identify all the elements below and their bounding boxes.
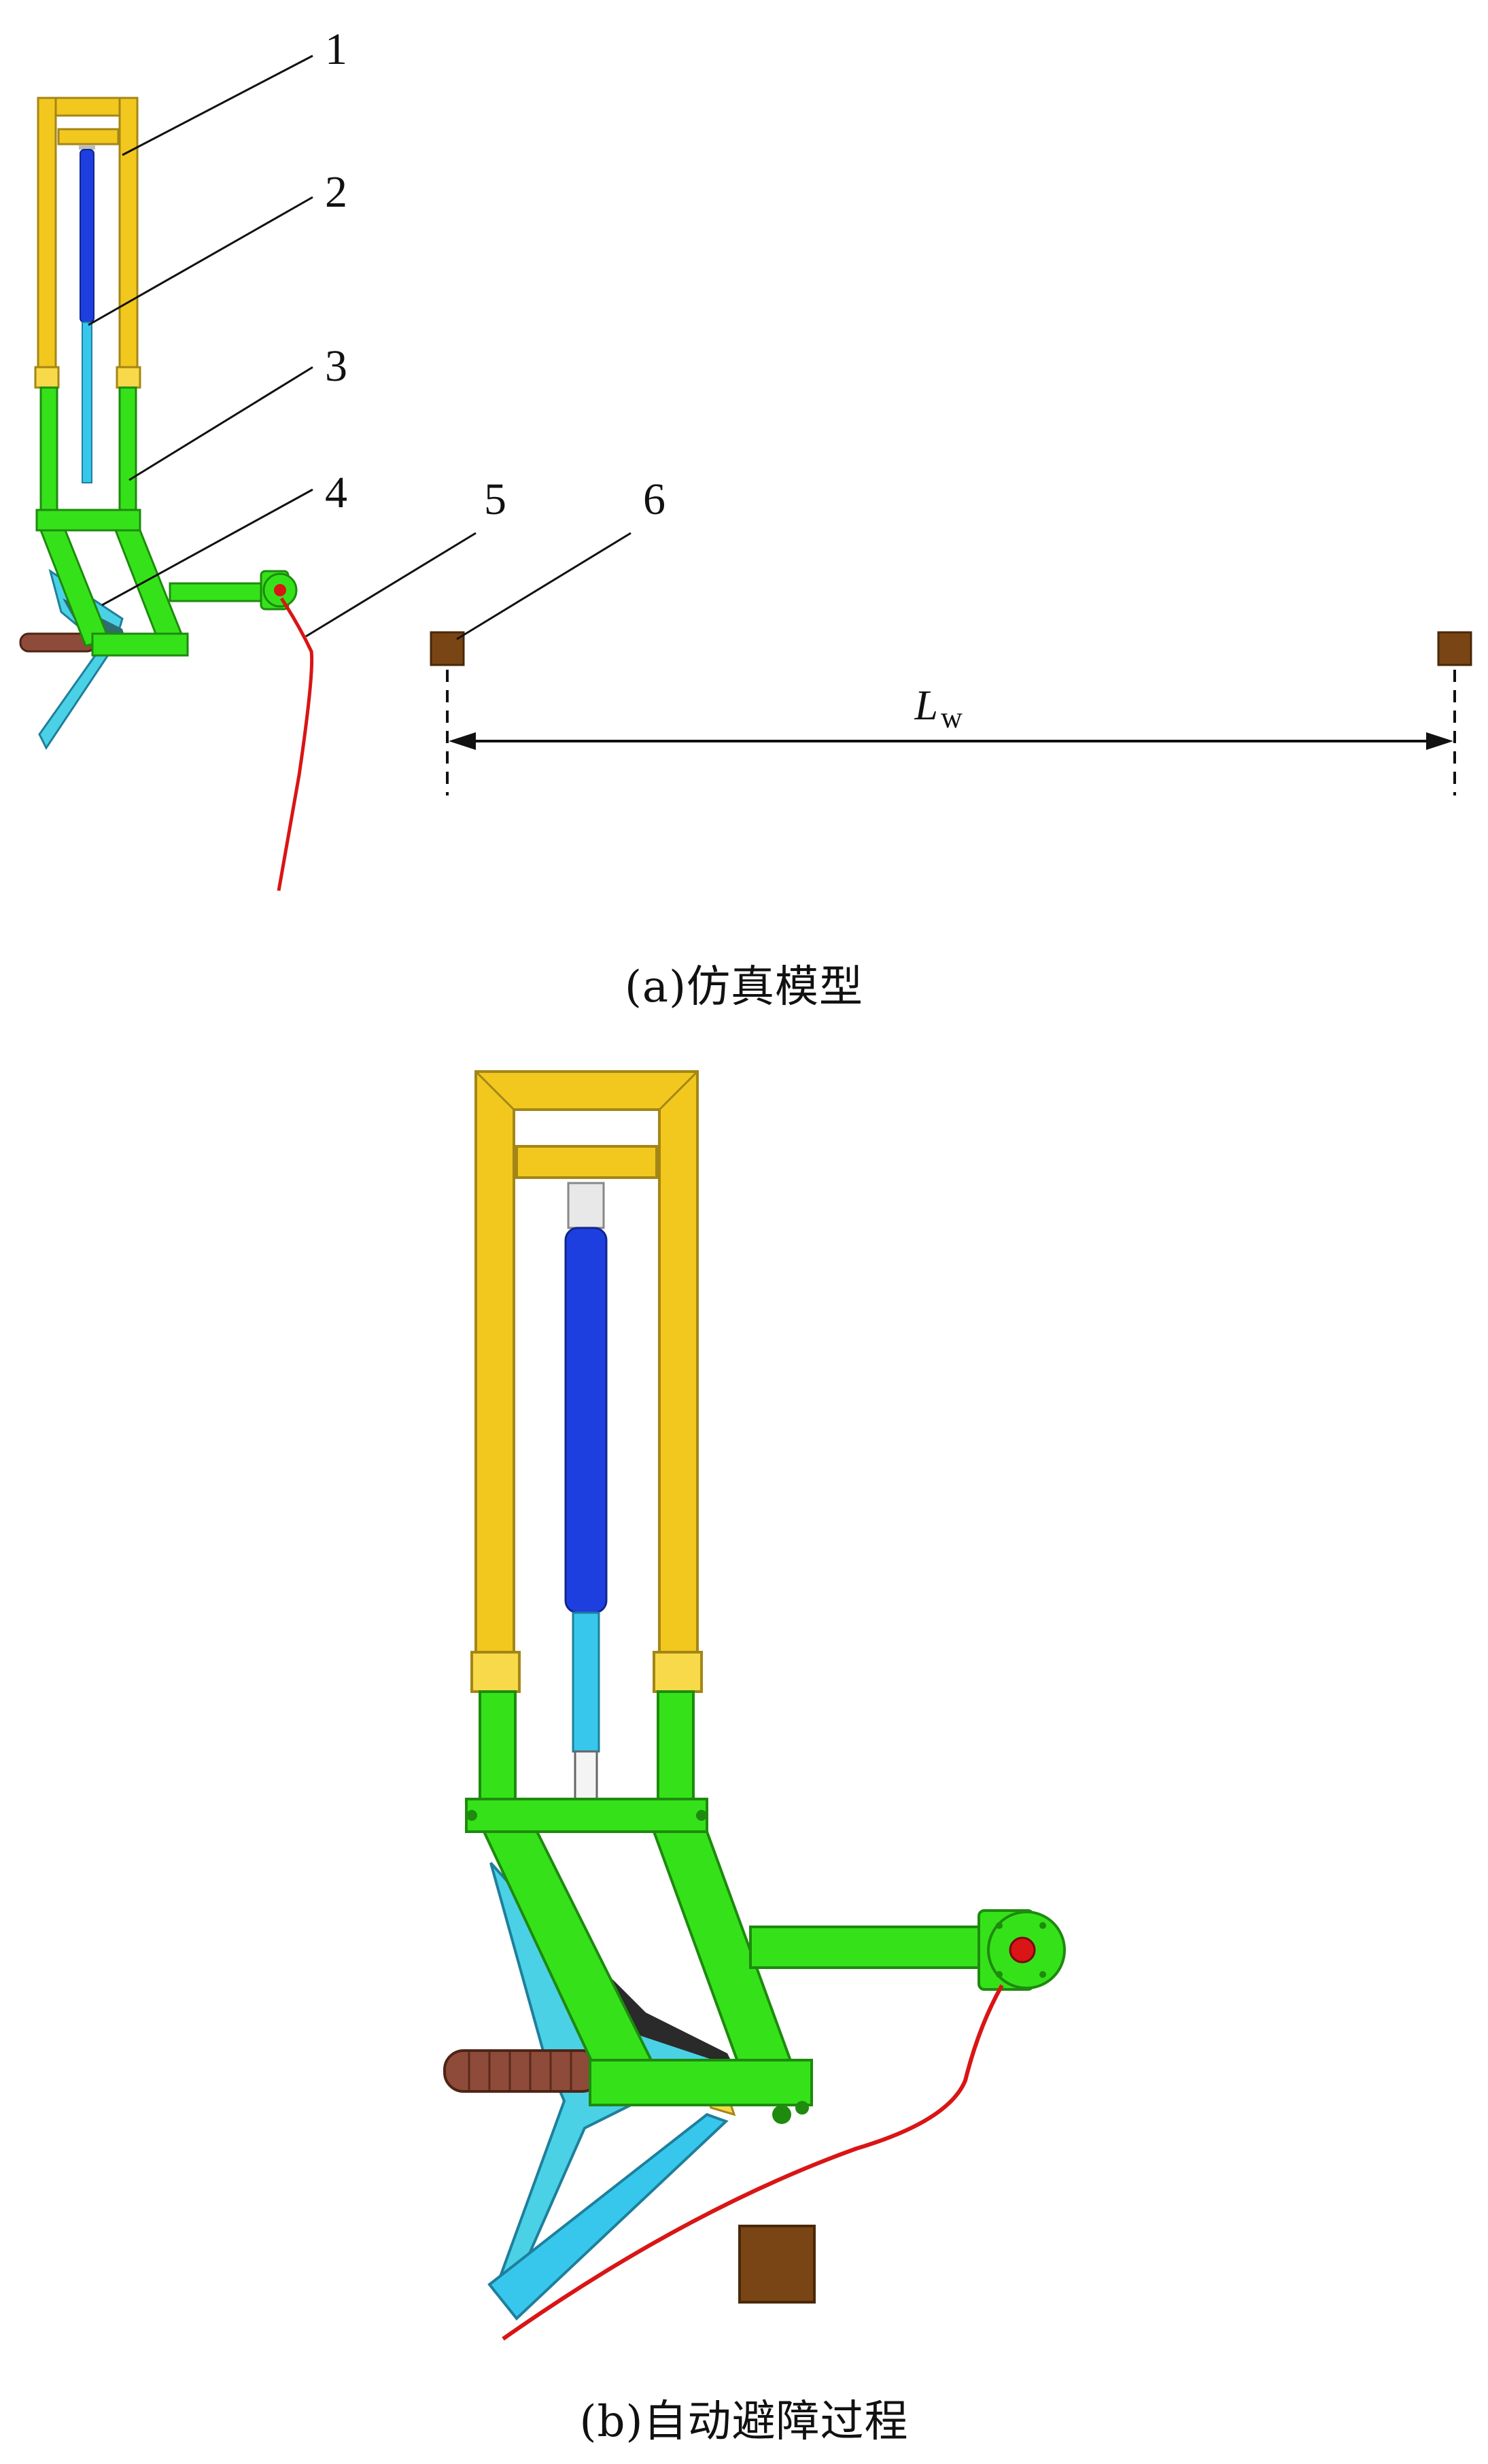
callout-1: 1 <box>325 24 347 74</box>
panel-b-roller <box>443 2049 602 2093</box>
panel-b-obstacle-avoidance <box>443 1070 1066 2341</box>
panel-a-callout-leaders <box>88 54 631 640</box>
callout-6: 6 <box>643 475 665 524</box>
panel-b-hydraulic-cylinder <box>564 1182 608 1800</box>
panel-a-simulation-model: L w 1 2 3 4 5 6 <box>19 24 1472 891</box>
callout-3: 3 <box>325 341 347 391</box>
panel-a-dimension-lw: L w <box>446 670 1456 795</box>
panel-b-yellow-frame <box>470 1070 703 1693</box>
callout-4: 4 <box>325 468 347 517</box>
dimension-symbol: L <box>914 683 938 729</box>
panel-a-obstacle-right <box>1437 631 1472 666</box>
dimension-subscript: w <box>941 701 963 734</box>
panel-b-caption: (b)自动避障过程 <box>579 2397 909 2447</box>
panel-a-caption: (a)仿真模型 <box>624 962 864 1012</box>
panel-b-sensing-wire <box>502 1984 1004 2341</box>
callout-2: 2 <box>325 167 347 217</box>
panel-b-green-frame <box>465 1690 708 1833</box>
panel-b-obstacle <box>738 2225 816 2304</box>
panel-a-mechanism <box>19 97 314 891</box>
panel-b-links <box>481 1830 813 2124</box>
callout-5: 5 <box>484 475 506 524</box>
panel-b-sensor-arm <box>749 1909 1066 1991</box>
